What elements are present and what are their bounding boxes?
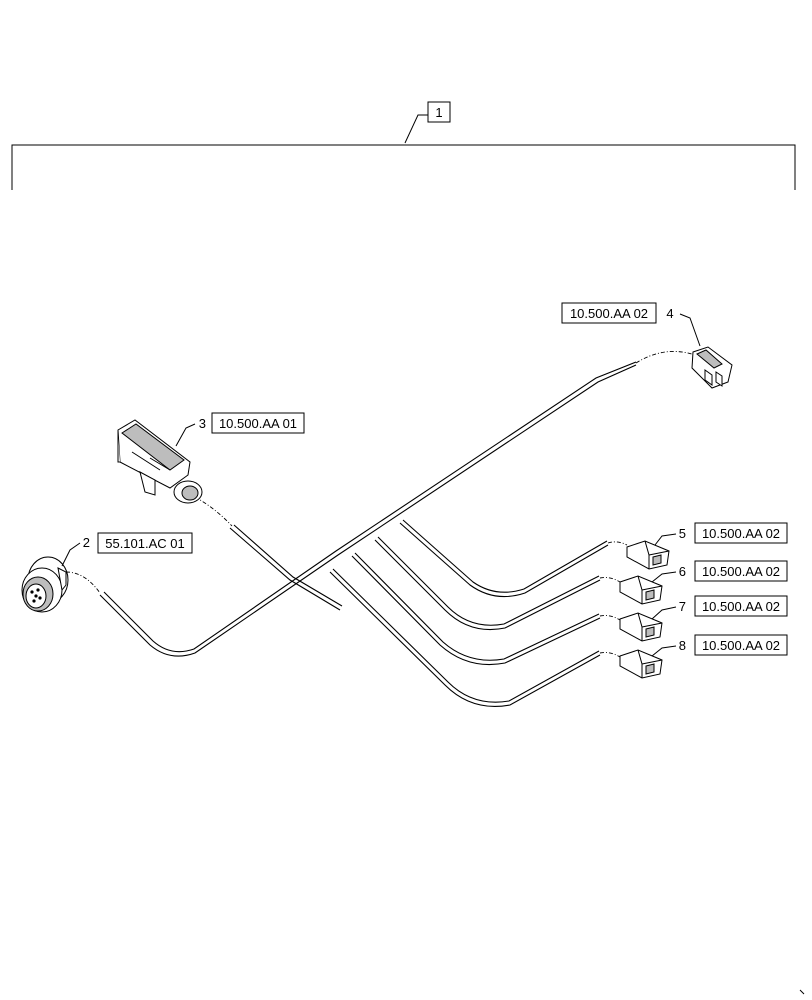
callout-2: 2 55.101.AC 01	[61, 532, 193, 567]
connector-7-icon	[619, 612, 663, 642]
dash-connector-2	[65, 571, 101, 594]
callout-7-leader	[651, 606, 677, 620]
wire-to-connector-7	[351, 555, 601, 666]
corner-mark	[799, 989, 805, 995]
callout-6-ref-box	[694, 560, 788, 582]
callout-4-ref: 10.500.AA 02	[570, 306, 648, 321]
callout-3-ref: 10.500.AA 01	[219, 416, 297, 431]
callout-8-number: 8	[679, 638, 686, 653]
callout-4-leader	[679, 313, 701, 347]
assembly-bracket	[11, 144, 796, 190]
dash-connector-5	[607, 541, 628, 546]
wire-to-connector-8	[329, 571, 601, 707]
callout-7-number: 7	[679, 599, 686, 614]
callout-7-ref: 10.500.AA 02	[702, 599, 780, 614]
callout-2-ref: 55.101.AC 01	[105, 536, 185, 551]
connector-5-icon	[626, 540, 670, 570]
dash-connector-8	[599, 652, 621, 658]
callout-3-ref-box	[211, 412, 305, 434]
assembly-leader	[404, 114, 428, 144]
callout-4: 10.500.AA 02 4	[561, 302, 701, 347]
callout-4-number: 4	[666, 306, 673, 321]
callout-7-ref-box	[694, 595, 788, 617]
callout-5: 5 10.500.AA 02	[654, 522, 788, 546]
harness-wires	[65, 350, 696, 707]
callout-2-ref-box	[97, 532, 193, 554]
callout-3-number: 3	[199, 416, 206, 431]
connector-8-icon	[619, 649, 663, 679]
callout-3: 3 10.500.AA 01	[175, 412, 305, 447]
callout-5-leader	[654, 533, 677, 546]
callout-8-ref: 10.500.AA 02	[702, 638, 780, 653]
callout-8-leader	[651, 645, 677, 657]
callout-2-leader	[61, 542, 81, 567]
callout-8-ref-box	[694, 634, 788, 656]
callout-6-number: 6	[679, 564, 686, 579]
dash-connector-4	[635, 350, 696, 364]
assembly-item-number: 1	[435, 105, 442, 120]
wire-from-ecu-connector	[229, 527, 341, 611]
round-connector-icon	[21, 556, 69, 613]
connector-6-icon	[619, 575, 663, 605]
callout-4-ref-box	[561, 302, 657, 324]
wire-to-connector-4	[99, 364, 637, 657]
dash-connector-3	[194, 496, 233, 527]
assembly-item-box	[427, 101, 451, 123]
wire-to-connector-6	[374, 539, 601, 631]
dash-connector-7	[599, 615, 621, 621]
callout-5-ref: 10.500.AA 02	[702, 526, 780, 541]
dash-connector-6	[599, 577, 621, 583]
callout-3-leader	[175, 423, 196, 447]
callout-6-ref: 10.500.AA 02	[702, 564, 780, 579]
assembly-callout: 1	[11, 101, 796, 190]
callout-5-ref-box	[694, 522, 788, 544]
callout-6: 6 10.500.AA 02	[651, 560, 788, 583]
callout-2-number: 2	[83, 535, 90, 550]
callout-5-number: 5	[679, 526, 686, 541]
callout-6-leader	[651, 571, 677, 583]
wire-to-connector-5	[399, 522, 609, 598]
sealed-connector-icon	[691, 346, 733, 389]
callout-8: 8 10.500.AA 02	[651, 634, 788, 657]
callout-7: 7 10.500.AA 02	[651, 595, 788, 620]
ecu-connector-icon	[117, 419, 203, 504]
